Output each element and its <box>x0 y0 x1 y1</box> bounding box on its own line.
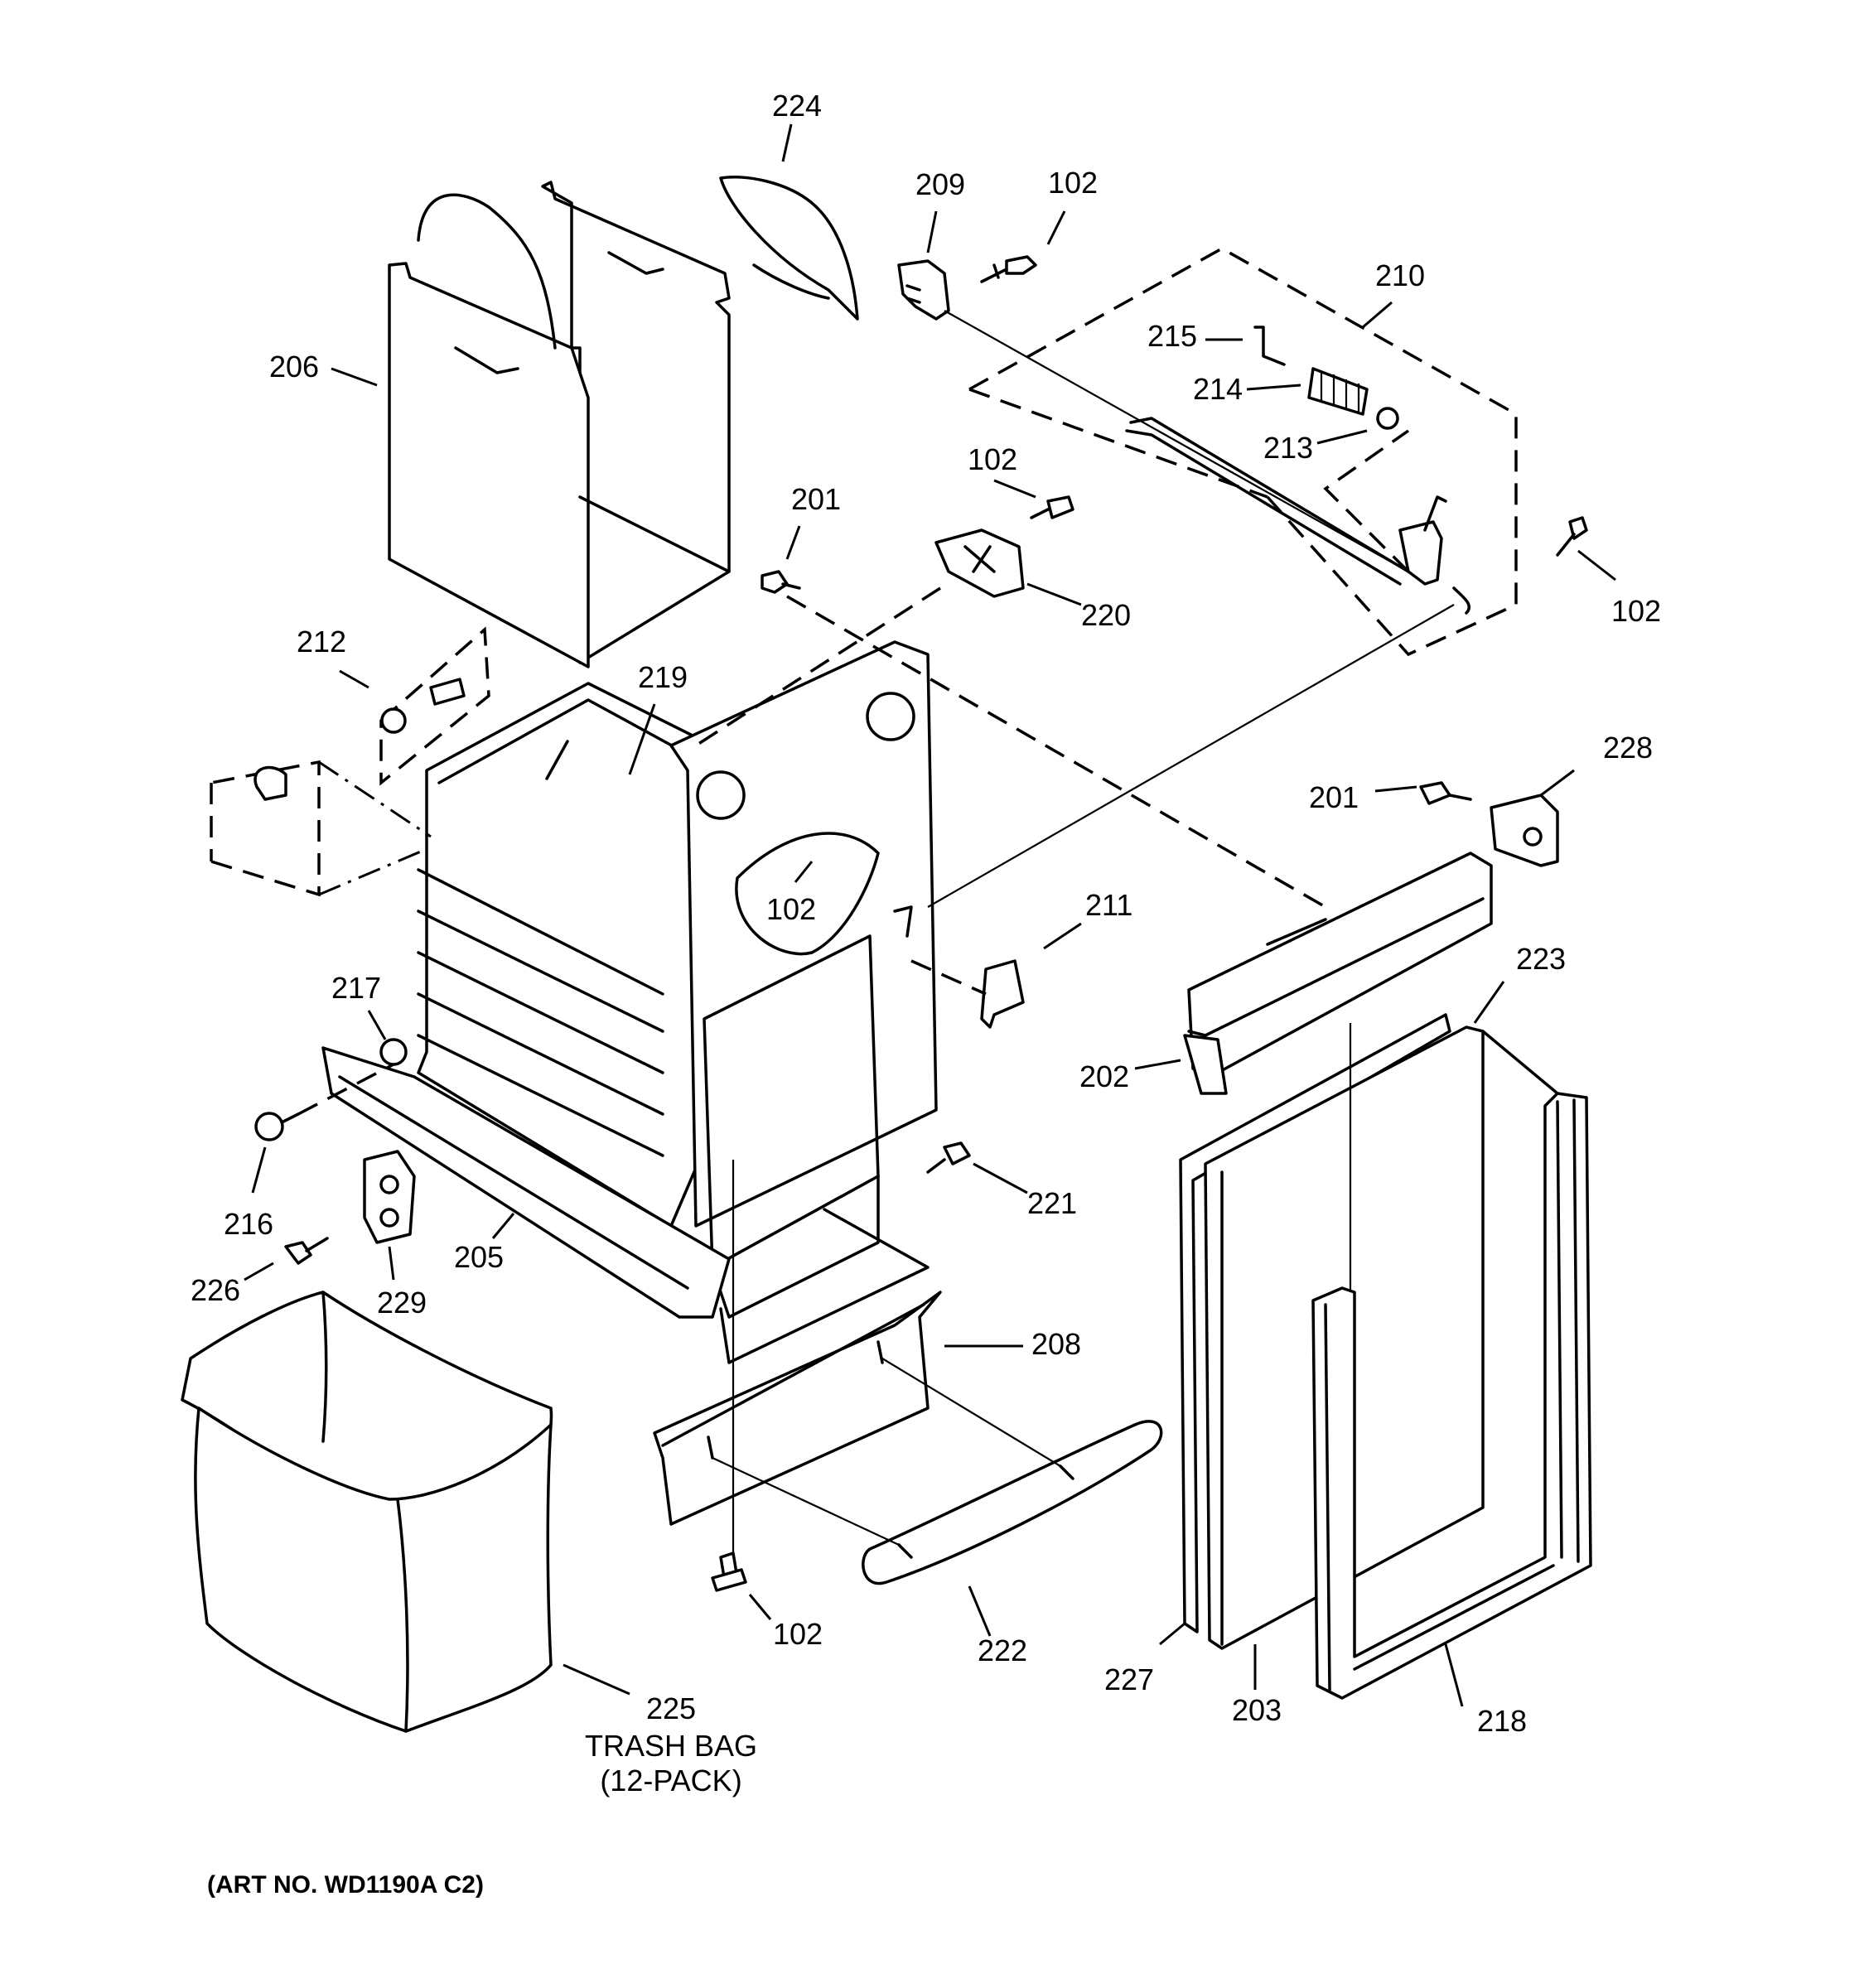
part-number-102: 102 <box>773 1617 823 1651</box>
screw-102-mid <box>1030 495 1074 519</box>
screw-201-right <box>1419 781 1472 805</box>
part-number-213: 213 <box>1263 431 1313 465</box>
clip-211 <box>980 959 1025 1029</box>
screw-221 <box>926 1141 971 1174</box>
screw-201-upper <box>761 570 801 594</box>
part-labels: 224 209 102 210 206 215 214 213 102 201 … <box>191 89 1661 1899</box>
part-number-224: 224 <box>772 89 822 123</box>
part-number-205: 205 <box>454 1240 504 1274</box>
assembly-lines <box>297 310 1455 1557</box>
part-number-210: 210 <box>1375 258 1425 292</box>
part-number-208: 208 <box>1031 1327 1081 1361</box>
part-number-102: 102 <box>968 442 1017 476</box>
cabinet-body <box>417 640 938 1364</box>
bracket-220 <box>934 528 1025 598</box>
part-number-217: 217 <box>331 971 381 1005</box>
part-number-102: 102 <box>1048 166 1098 200</box>
trash-bag-note-line2: (12-PACK) <box>600 1764 741 1797</box>
part-number-209: 209 <box>915 167 965 201</box>
bracket-229 <box>363 1150 416 1244</box>
screw-226 <box>284 1237 329 1265</box>
lid-224 <box>719 176 859 321</box>
part-number-214: 214 <box>1193 372 1243 406</box>
art-number: (ART NO. WD1190A C2) <box>207 1871 484 1899</box>
bin-support-208 <box>653 1291 942 1526</box>
part-number-201: 201 <box>791 482 841 516</box>
part-number-219: 219 <box>638 660 688 694</box>
hinge-bracket-209 <box>897 259 950 321</box>
leader-lines <box>244 123 1616 1707</box>
part-number-215: 215 <box>1147 319 1197 353</box>
handle-222 <box>862 1420 1163 1585</box>
part-number-218: 218 <box>1477 1704 1527 1738</box>
screw-102-right <box>1556 516 1588 557</box>
part-number-227: 227 <box>1104 1662 1154 1696</box>
screw-216 <box>254 1112 300 1141</box>
part-number-211: 211 <box>1085 888 1132 922</box>
part-number-226: 226 <box>191 1273 240 1307</box>
trash-bag-note-line1: TRASH BAG <box>585 1729 757 1763</box>
part-number-206: 206 <box>269 350 319 384</box>
part-number-229: 229 <box>377 1286 427 1320</box>
part-number-201: 201 <box>1309 780 1359 814</box>
part-number-212: 212 <box>297 625 346 659</box>
part-number-220: 220 <box>1081 598 1131 632</box>
base-rail-205 <box>321 1046 731 1319</box>
part-number-228: 228 <box>1603 731 1653 765</box>
nut-217 <box>379 1038 408 1066</box>
part-number-102: 102 <box>766 892 816 926</box>
bin-assembly-206 <box>388 181 731 668</box>
rail-202 <box>1183 852 1493 1095</box>
screw-102-top <box>980 255 1037 283</box>
part-number-222: 222 <box>978 1633 1027 1667</box>
gasket-223 <box>1481 1030 1559 1095</box>
part-number-225: 225 <box>646 1691 696 1725</box>
part-number-203: 203 <box>1232 1693 1282 1727</box>
part-number-223: 223 <box>1516 942 1566 976</box>
part-number-216: 216 <box>224 1207 273 1241</box>
screw-102-bottom <box>711 1551 747 1592</box>
part-number-102: 102 <box>1611 594 1661 628</box>
part-number-202: 202 <box>1079 1059 1129 1093</box>
frame-218 <box>1311 1092 1592 1700</box>
part-number-221: 221 <box>1027 1186 1077 1220</box>
bracket-228 <box>1490 794 1559 867</box>
trash-bag-225 <box>181 1291 553 1733</box>
knob-assembly-212 <box>210 626 490 897</box>
